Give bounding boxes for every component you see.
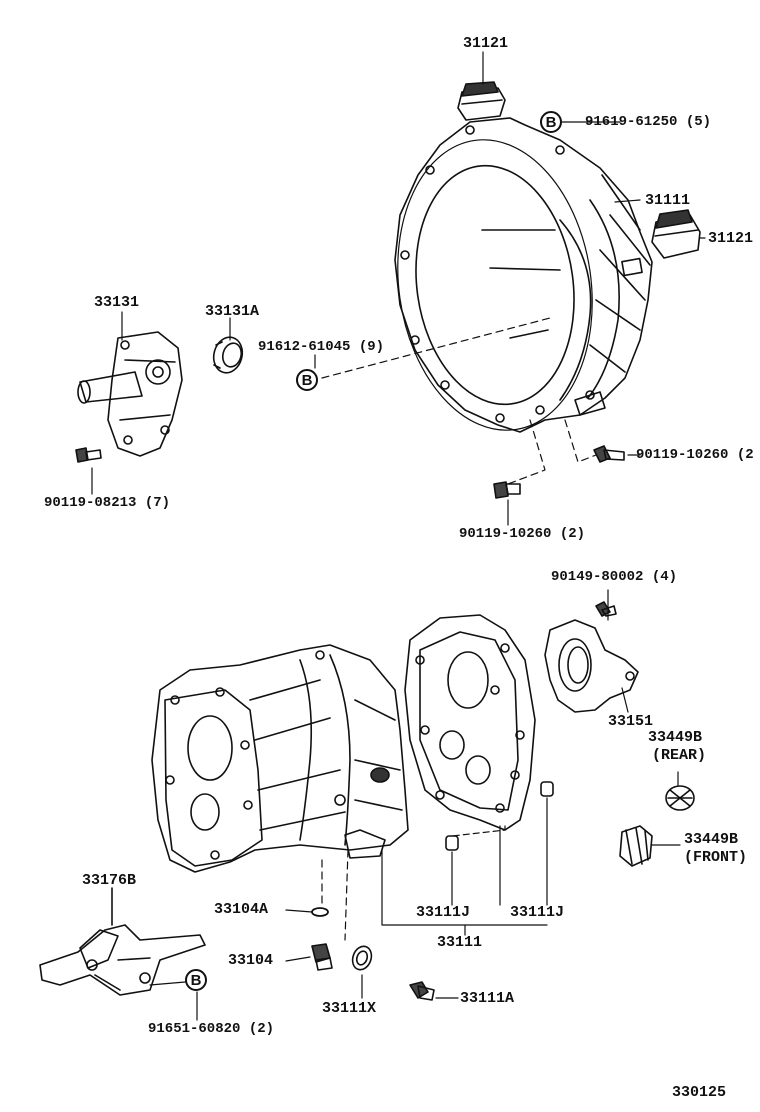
- part-label-33111-group: 33111: [437, 934, 483, 951]
- part-label-33111J-right: 33111J: [510, 904, 565, 921]
- part-label-90119-10260-bottom: 90119-10260 (2): [459, 526, 586, 542]
- gear-33449B-rear-drawing: [665, 785, 695, 811]
- part-label-31121-top: 31121: [463, 35, 509, 52]
- bolt-90119-10260-bottom-drawing: [493, 481, 521, 499]
- figure-number: 330125: [672, 1084, 727, 1101]
- clutch-housing-drawing: [394, 117, 653, 433]
- ref-mark-b-top: B: [540, 111, 562, 133]
- bracket-33176B-drawing: [39, 887, 206, 996]
- bolt-90119-08213-drawing: [75, 447, 102, 463]
- intermediate-plate-drawing: [404, 614, 536, 831]
- leader-lines-upper: [91, 51, 706, 526]
- part-label-33131: 33131: [94, 294, 140, 311]
- part-label-33131A: 33131A: [205, 303, 260, 320]
- part-label-33111X: 33111X: [322, 1000, 377, 1017]
- leader-lines-lower: [149, 589, 681, 1021]
- part-label-33176B: 33176B: [82, 872, 137, 889]
- ref-mark-b-bottom: B: [185, 969, 207, 991]
- part-label-90119-08213: 90119-08213 (7): [44, 495, 171, 511]
- bolt-90149-80002-drawing: [595, 601, 617, 617]
- gear-33449B-front-drawing: [619, 825, 653, 867]
- part-label-33449B-front: 33449B: [684, 831, 739, 848]
- part-label-33111J-left: 33111J: [416, 904, 471, 921]
- bolt-90119-10260-right-drawing: [593, 445, 625, 463]
- ref-mark-b-middle: B: [296, 369, 318, 391]
- part-label-33104A: 33104A: [214, 901, 269, 918]
- small-parts-drawing: [311, 781, 554, 1001]
- note-front: (FRONT): [684, 849, 748, 866]
- part-label-91619-61250: 91619-61250 (5): [585, 114, 712, 130]
- part-label-33449B-rear: 33449B: [648, 729, 703, 746]
- oil-seal-33131A-drawing: [212, 336, 244, 374]
- part-label-91651-60820: 91651-60820 (2): [148, 1021, 275, 1037]
- part-label-91612-61045: 91612-61045 (9): [258, 339, 385, 355]
- part-label-33111A: 33111A: [460, 990, 515, 1007]
- part-label-90149-80002: 90149-80002 (4): [551, 569, 678, 585]
- note-rear: (REAR): [652, 747, 707, 764]
- bearing-retainer-33131-drawing: [77, 331, 183, 457]
- plug-31121-top-drawing: [457, 81, 506, 121]
- rear-retainer-33151-drawing: [544, 619, 639, 713]
- pad-31121-right-drawing: [651, 209, 701, 259]
- part-label-31121-right: 31121: [708, 230, 754, 247]
- part-label-33104: 33104: [228, 952, 274, 969]
- part-label-33151: 33151: [608, 713, 654, 730]
- transmission-case-drawing: [151, 644, 409, 873]
- part-label-90119-10260-right: 90119-10260 (2: [636, 447, 754, 463]
- part-label-31111-housing: 31111: [645, 192, 691, 209]
